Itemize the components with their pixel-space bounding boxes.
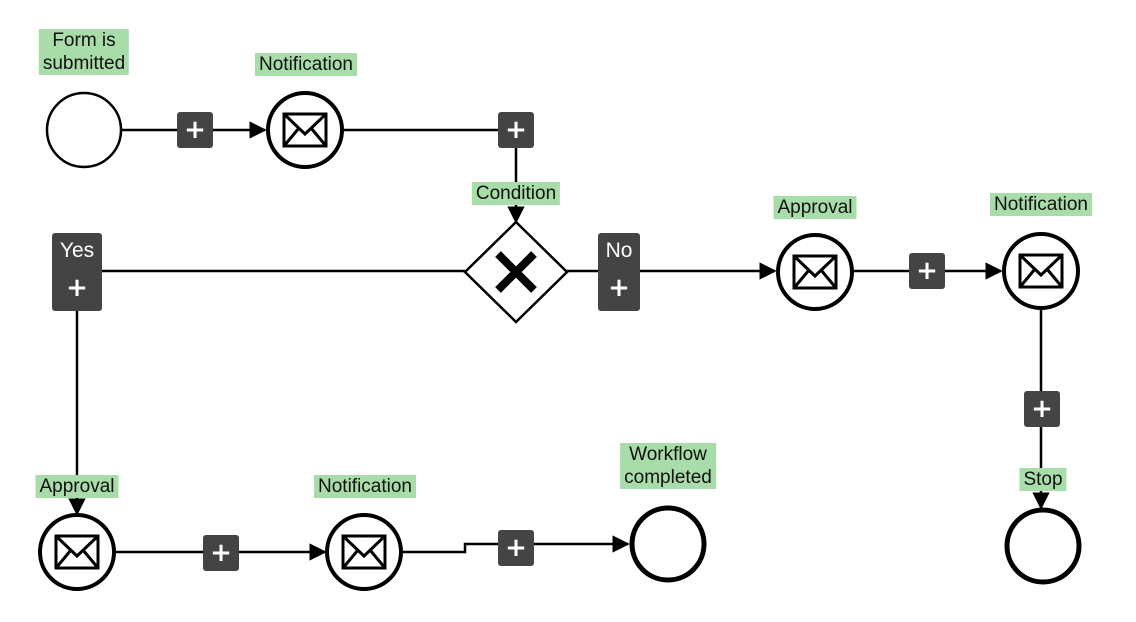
flow-notify-to-condition: [344, 128, 525, 224]
add-step-button[interactable]: +: [909, 253, 945, 289]
branch-yes-add-icon[interactable]: +: [66, 273, 88, 303]
branch-no-label: No: [605, 239, 633, 262]
label-stop: Stop: [1019, 468, 1067, 491]
label-notification-no: Notification: [990, 193, 1092, 216]
approval-node-yes: [38, 513, 116, 591]
add-step-button[interactable]: +: [498, 112, 534, 148]
add-step-button[interactable]: +: [203, 535, 239, 571]
label-notification-1: Notification: [255, 53, 357, 76]
branch-yes-label: Yes: [59, 239, 95, 262]
label-condition: Condition: [471, 182, 561, 205]
flow-notify-to-completed: [403, 535, 630, 554]
label-form-submitted: Form is submitted: [38, 29, 130, 75]
label-workflow-completed: Workflow completed: [620, 443, 716, 489]
add-step-button[interactable]: +: [498, 530, 534, 566]
notification-node-no: [1002, 232, 1080, 310]
notification-node-yes: [325, 513, 403, 591]
condition-gateway: [463, 220, 569, 324]
branch-yes-button[interactable]: Yes +: [52, 233, 102, 311]
add-step-button[interactable]: +: [177, 112, 213, 148]
label-approval-yes: Approval: [35, 475, 119, 498]
branch-no-add-icon[interactable]: +: [608, 273, 630, 303]
notification-node-1: [266, 91, 344, 169]
workflow-completed-end-circle: [629, 505, 707, 583]
label-approval-no: Approval: [773, 196, 857, 219]
branch-no-button[interactable]: No +: [598, 233, 640, 311]
exclusive-gateway-x-icon: [495, 251, 537, 293]
label-notification-yes: Notification: [314, 475, 416, 498]
start-event-circle: [45, 91, 123, 169]
add-step-button[interactable]: +: [1024, 391, 1060, 427]
approval-node-no: [776, 233, 854, 311]
stop-end-circle: [1004, 507, 1082, 585]
